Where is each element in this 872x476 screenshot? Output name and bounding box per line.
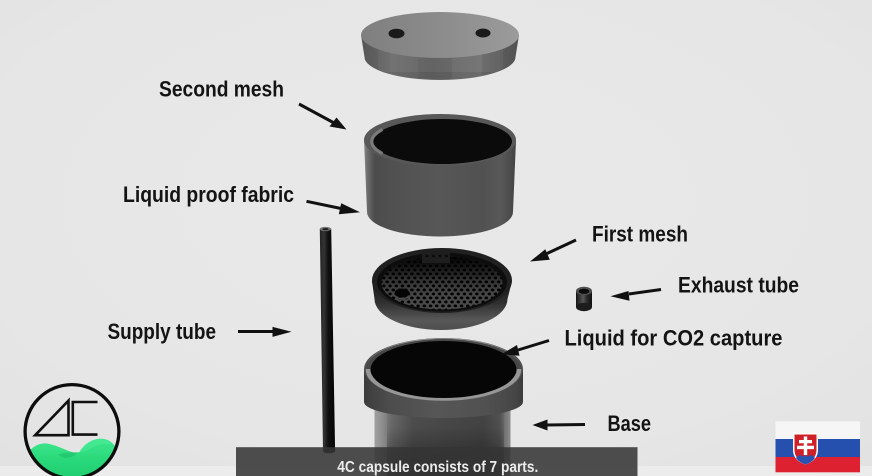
svg-text:Base: Base xyxy=(608,411,652,436)
svg-text:Exhaust tube: Exhaust tube xyxy=(678,273,799,298)
svg-text:Supply tube: Supply tube xyxy=(108,319,217,344)
svg-text:Liquid for CO2 capture: Liquid for CO2 capture xyxy=(565,326,783,351)
svg-text:Liquid proof fabric: Liquid proof fabric xyxy=(123,182,294,207)
svg-text:First mesh: First mesh xyxy=(592,222,688,247)
svg-text:4C capsule consists of 7 parts: 4C capsule consists of 7 parts. xyxy=(337,459,538,476)
svg-text:Second mesh: Second mesh xyxy=(159,77,284,102)
